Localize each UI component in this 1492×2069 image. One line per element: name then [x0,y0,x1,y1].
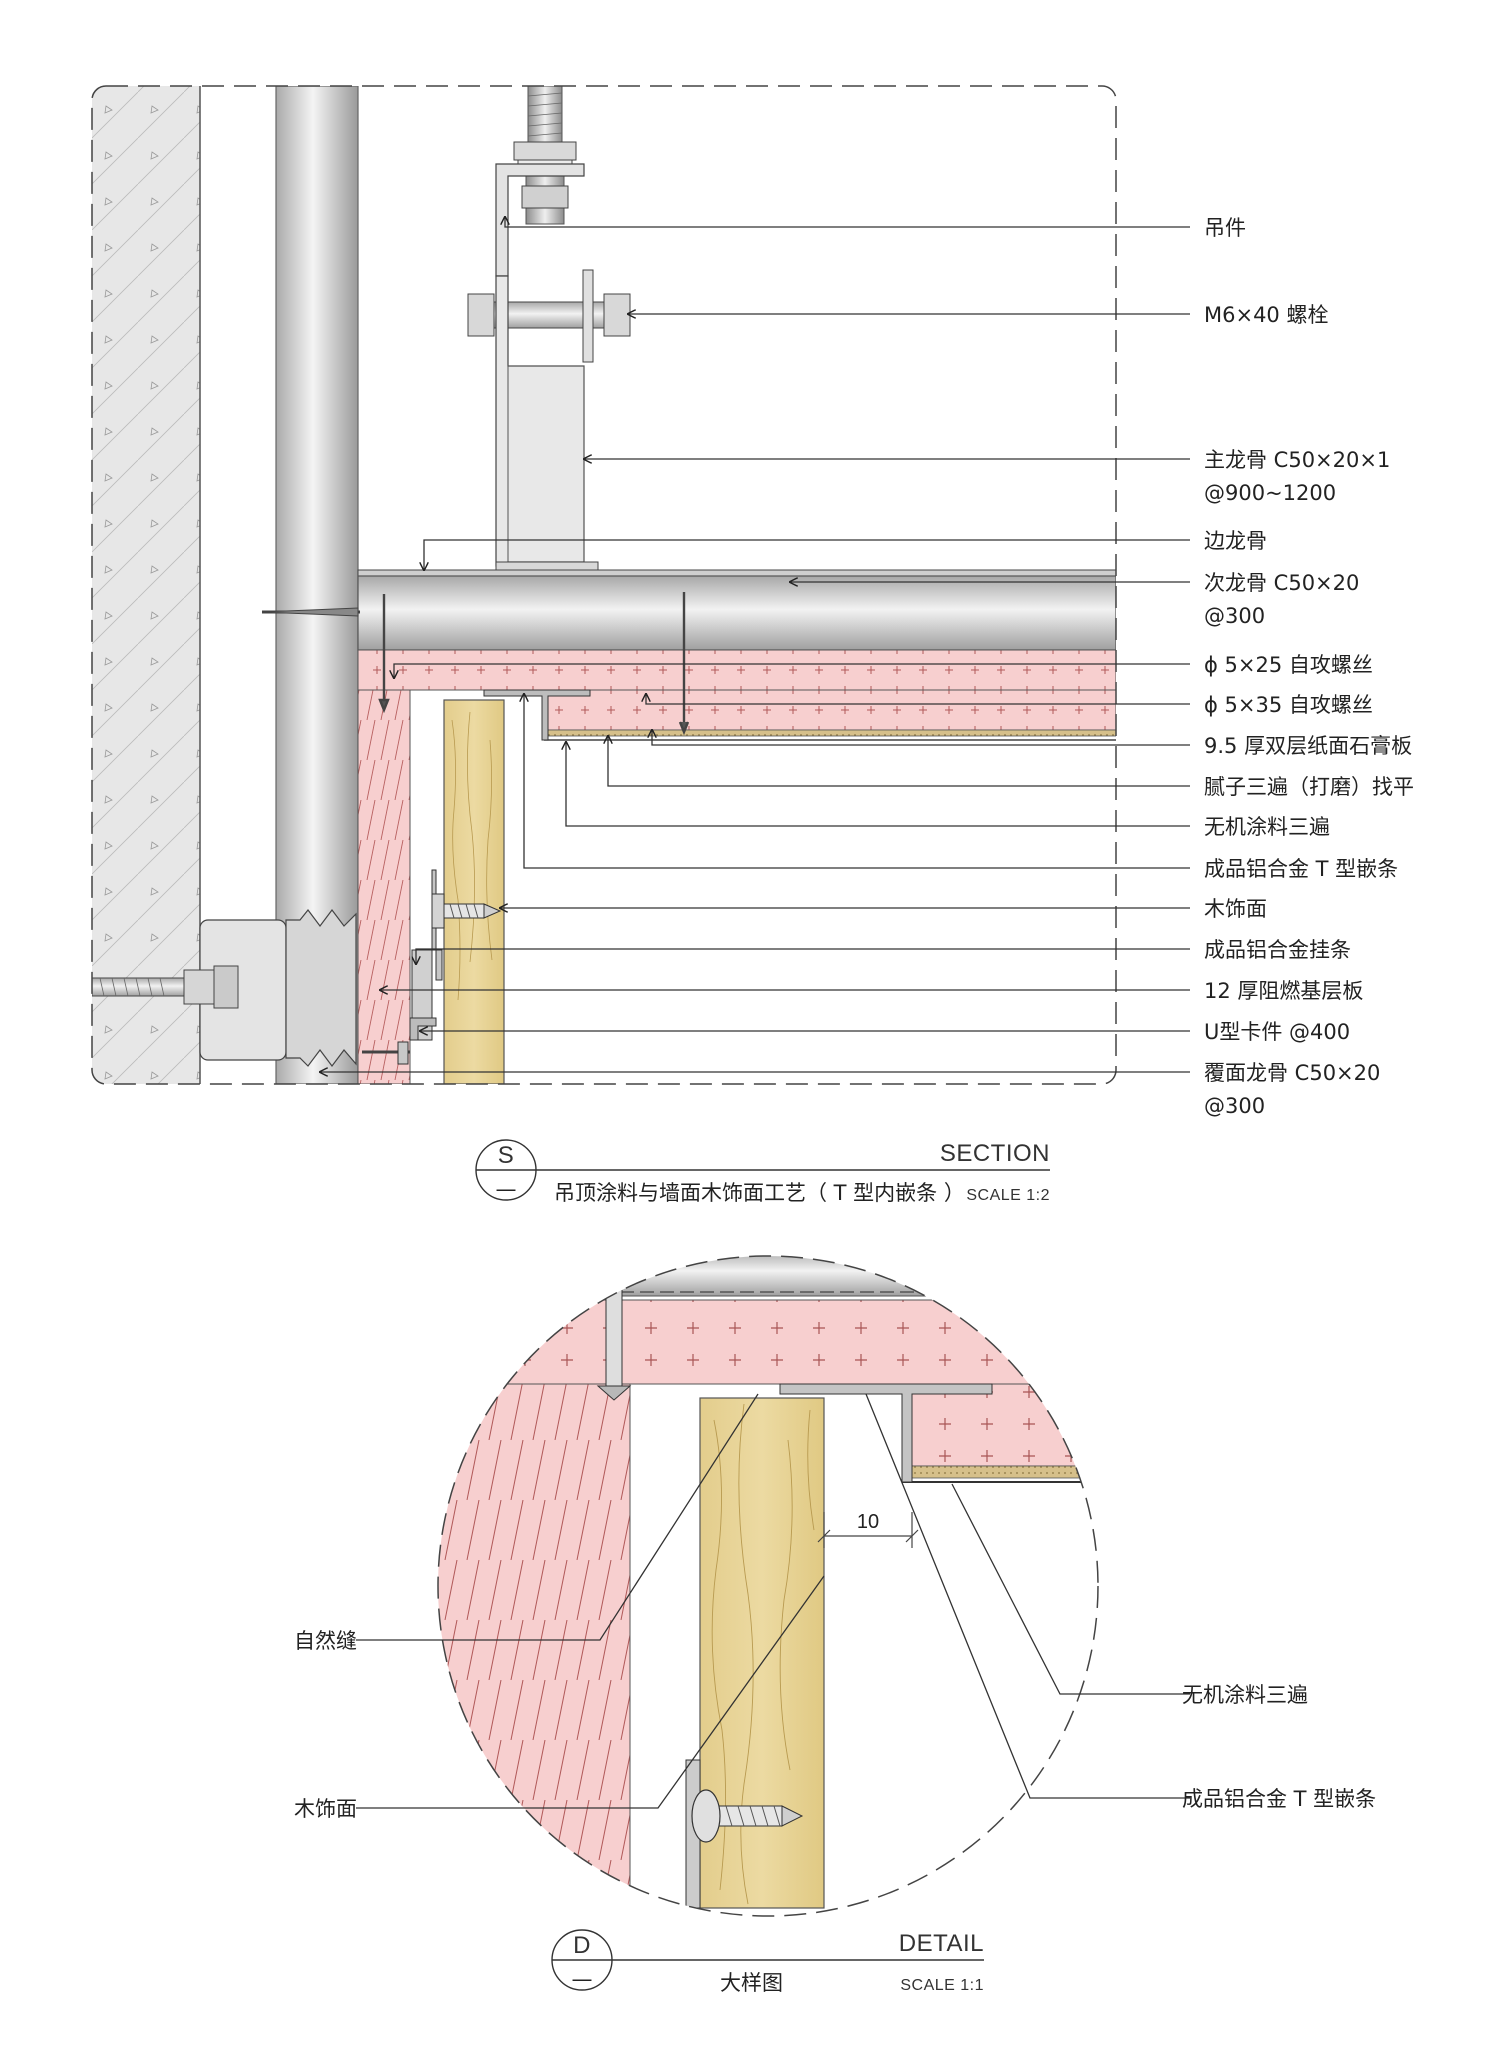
detail-wood-screw [685,1759,804,1909]
concrete-wall [92,86,200,1084]
label-main-joist-spacing: @900~1200 [1204,481,1336,505]
detail-t-strip [779,1383,993,1483]
detail-title-block: D — DETAIL 大样图 SCALE 1:1 [551,1929,984,1995]
label-cover-joist: 覆面龙骨 C50×20 [1204,1061,1380,1085]
label-hanger: 吊件 [1204,216,1246,240]
label-aluminium-hanger: 成品铝合金挂条 [1204,938,1351,962]
detail-frame [437,1255,1099,1917]
label-cover-joist-spacing: @300 [1204,1094,1265,1118]
wood-screw [431,893,502,929]
label-u-clip: U型卡件 @400 [1204,1020,1350,1044]
label-edge-joist: 边龙骨 [1204,529,1267,553]
detail-symbol-letter: D [573,1932,591,1959]
label-secondary-joist-spacing: @300 [1204,604,1265,628]
label-screw-5x25: ϕ 5×25 自攻螺丝 [1204,653,1373,677]
label-main-joist: 主龙骨 C50×20×1 [1204,448,1390,472]
label-paint: 无机涂料三遍 [1204,815,1330,839]
detail-dimension-value: 10 [857,1511,879,1533]
label-secondary-joist: 次龙骨 C50×20 [1204,571,1359,595]
section-heading: SECTION [940,1140,1050,1167]
section-labels: 吊件 M6×40 螺栓 主龙骨 C50×20×1 @900~1200 边龙骨 次… [1204,216,1414,1118]
wood-panel [443,699,505,1084]
detail-dimension: 10 [817,1511,919,1548]
detail-gypsum-lower [901,1383,1098,1467]
detail-wood-panel [699,1397,825,1909]
section-title-block: S — SECTION 吊顶涂料与墙面木饰面工艺（ T 型内嵌条 ） SCALE… [475,1139,1050,1205]
u-clip [409,1017,437,1041]
section-frame [91,85,1117,1085]
label-t-strip: 成品铝合金 T 型嵌条 [1204,857,1398,881]
gypsum-board-lower [543,689,1116,731]
section-drawing [91,85,1117,1085]
section-scale: SCALE 1:2 [966,1187,1050,1204]
detail-gypsum-upper [438,1299,1098,1385]
section-title: 吊顶涂料与墙面木饰面工艺（ T 型内嵌条 ） [554,1181,965,1205]
detail-label-wood-veneer: 木饰面 [294,1797,357,1821]
detail-scale: SCALE 1:1 [900,1977,984,1994]
detail-drawing: 10 自然缝 木饰面 无机涂料三遍 成品铝合金 T 型嵌条 [294,1255,1376,1917]
section-symbol-sheet: — [496,1177,517,1201]
t-profile [483,689,591,741]
detail-label-paint: 无机涂料三遍 [1182,1683,1308,1707]
section-symbol-letter: S [498,1142,515,1169]
putty-layer [543,729,1116,737]
secondary-joist [357,575,1116,651]
detail-title: 大样图 [720,1971,783,1995]
label-wood-veneer: 木饰面 [1204,897,1267,921]
detail-putty [901,1465,1098,1479]
label-fire-board: 12 厚阻燃基层板 [1204,979,1363,1003]
section-leaders [320,217,1190,1072]
fire-retardant-board [357,689,411,1084]
gypsum-board-upper [357,649,1116,691]
detail-secondary-joist [438,1256,1098,1297]
label-gypsum-board: 9.5 厚双层纸面石膏板 [1204,734,1412,758]
detail-label-t-strip: 成品铝合金 T 型嵌条 [1182,1787,1376,1811]
detail-symbol-sheet: — [572,1967,593,1991]
label-putty: 腻子三遍（打磨）找平 [1204,775,1414,799]
detail-heading: DETAIL [899,1930,984,1957]
detail-label-natural-gap: 自然缝 [294,1629,357,1653]
label-m6-bolt: M6×40 螺栓 [1204,303,1328,327]
cover-joist [285,909,357,1067]
detail-fire-board [438,1383,631,1905]
label-screw-5x35: ϕ 5×35 自攻螺丝 [1204,693,1373,717]
